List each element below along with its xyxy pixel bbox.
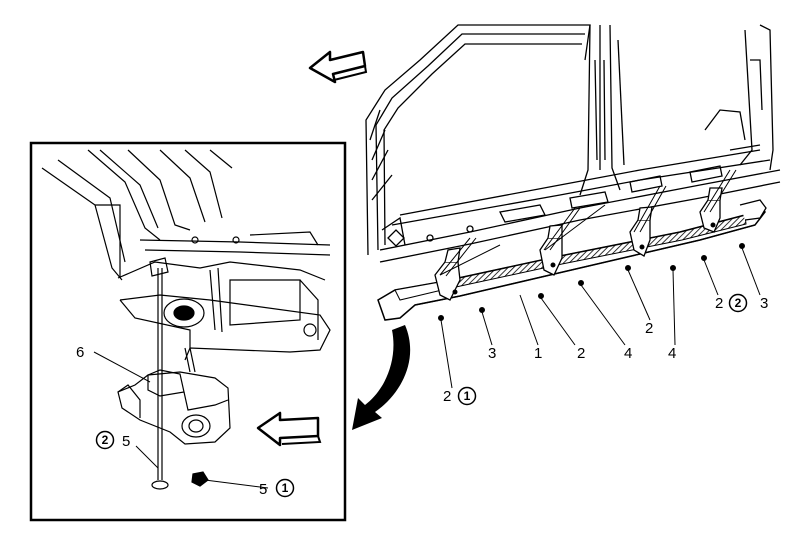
- step-circle: [275, 478, 295, 498]
- curved-arrow-icon: [352, 325, 411, 430]
- step-circle: [728, 293, 748, 313]
- assist-step-bar: [377, 199, 767, 321]
- callout-3: 3: [488, 345, 496, 362]
- callout-2: 2: [645, 320, 653, 337]
- callout-6: 6: [76, 344, 84, 361]
- callouts-main: 2 1 3 1 2 4 4 2 2 2 3: [443, 293, 768, 406]
- callout-step-2: 2: [735, 296, 742, 310]
- callout-5: 5: [259, 481, 267, 498]
- callouts-inset: 6 2 5 5 1: [76, 344, 295, 498]
- inset-drawing: [41, 149, 331, 490]
- step-circle: [457, 386, 477, 406]
- callout-2: 2: [577, 345, 585, 362]
- callout-step-2: 2: [102, 433, 109, 447]
- callout-4: 4: [624, 345, 632, 362]
- hollow-arrow-left-icon: [256, 411, 322, 447]
- callout-2: 2: [715, 295, 723, 312]
- callout-step-1: 1: [282, 481, 289, 495]
- callout-5: 5: [122, 433, 130, 450]
- callout-3: 3: [760, 295, 768, 312]
- step-circle: [95, 430, 115, 450]
- leader-lines-inset: [93, 351, 269, 489]
- callout-1: 1: [534, 345, 542, 362]
- inset-detail-frame: [29, 141, 347, 522]
- callout-2: 2: [443, 388, 451, 405]
- callout-step-1: 1: [464, 389, 471, 403]
- leader-lines-main: [439, 169, 761, 389]
- callout-4: 4: [668, 345, 676, 362]
- hollow-arrow-left-icon: [308, 50, 368, 84]
